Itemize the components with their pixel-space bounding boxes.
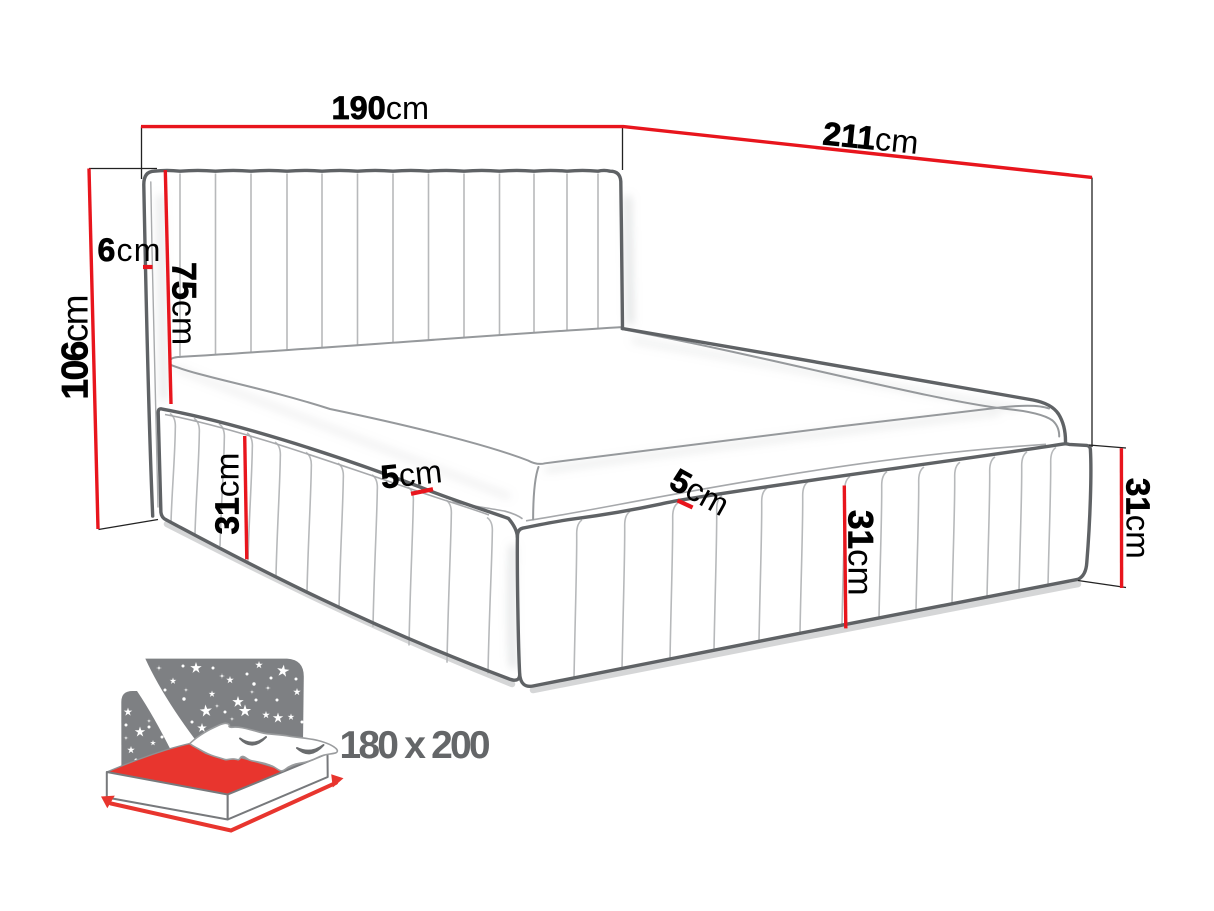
svg-text:6cm: 6cm (98, 232, 162, 268)
svg-text:5cm: 5cm (664, 462, 735, 523)
svg-text:31cm: 31cm (210, 453, 247, 535)
svg-text:180 x 200: 180 x 200 (340, 724, 490, 767)
svg-text:31cm: 31cm (841, 510, 880, 596)
svg-text:211cm: 211cm (821, 115, 920, 160)
svg-text:31cm: 31cm (1120, 478, 1157, 559)
svg-text:106cm: 106cm (55, 296, 96, 400)
svg-text:190cm: 190cm (332, 90, 430, 126)
svg-text:5cm: 5cm (379, 453, 444, 495)
svg-text:75cm: 75cm (165, 262, 203, 345)
